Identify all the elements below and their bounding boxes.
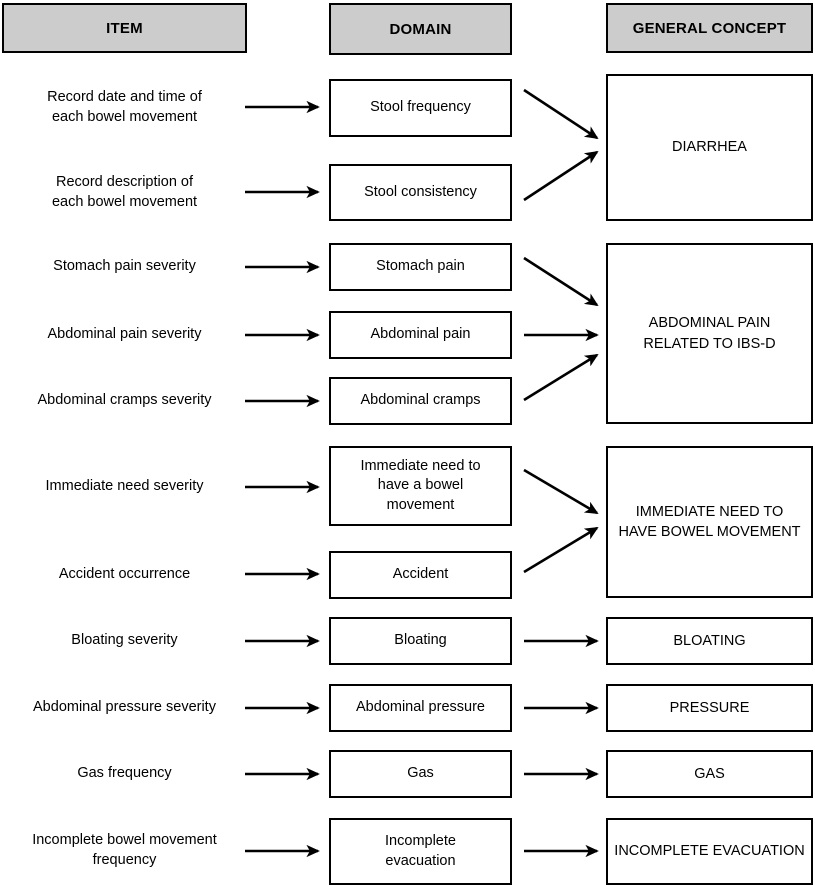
arrow-domain-to-concept-stool-frequency [523,88,599,140]
domain-box-stool-frequency: Stool frequency [329,79,512,137]
arrow-domain-to-concept-stool-consistency [523,150,599,202]
concept-box-diarrhea: DIARRHEA [606,74,813,221]
domain-box-accident: Accident [329,551,512,599]
item-label-abdominal-cramps: Abdominal cramps severity [37,392,212,409]
column-header-item-label: ITEM [106,19,143,37]
concept-box-pressure: PRESSURE [606,684,813,732]
item-label-immediate-need: Immediate need severity [45,478,204,495]
column-header-domain: DOMAIN [329,3,512,55]
domain-box-immediate-need: Immediate need to have a bowel movement [329,446,512,526]
concept-box-incomplete-evacuation: INCOMPLETE EVACUATION [606,818,813,885]
concept-box-gas: GAS [606,750,813,798]
column-header-domain-label: DOMAIN [389,20,452,38]
domain-box-stool-consistency: Stool consistency [329,164,512,221]
domain-box-abdominal-cramps: Abdominal cramps [329,377,512,425]
item-label-stool-frequency: Record date and time of each bowel movem… [47,88,202,125]
domain-box-abdominal-pain: Abdominal pain [329,311,512,359]
arrow-domain-to-concept-abdominal-cramps [523,353,599,402]
concept-box-immediate-need: IMMEDIATE NEED TO HAVE BOWEL MOVEMENT [606,446,813,598]
concept-box-abdominal-pain-ibsd: ABDOMINAL PAIN RELATED TO IBS-D [606,243,813,424]
arrow-domain-to-concept-stomach-pain [523,256,599,307]
item-label-gas: Gas frequency [77,765,172,782]
domain-box-stomach-pain: Stomach pain [329,243,512,291]
arrow-domain-to-concept-accident [523,526,599,574]
item-label-incomplete-evacuation: Incomplete bowel movement frequency [32,832,217,868]
domain-box-abdominal-pressure: Abdominal pressure [329,684,512,732]
item-label-abdominal-pressure: Abdominal pressure severity [33,699,216,716]
column-header-item: ITEM [2,3,247,53]
item-label-bloating: Bloating severity [71,632,178,649]
concept-box-bloating: BLOATING [606,617,813,665]
item-label-accident: Accident occurrence [58,566,191,583]
domain-box-incomplete-evacuation: Incomplete evacuation [329,818,512,885]
column-header-general-concept-label: GENERAL CONCEPT [632,19,787,37]
column-header-general-concept: GENERAL CONCEPT [606,3,813,53]
domain-box-gas: Gas [329,750,512,798]
domain-box-bloating: Bloating [329,617,512,665]
arrow-domain-to-concept-immediate-need [523,468,599,515]
item-label-abdominal-pain: Abdominal pain severity [47,326,202,343]
item-label-stool-consistency: Record description of each bowel movemen… [51,173,198,210]
item-label-stomach-pain: Stomach pain severity [53,258,196,275]
